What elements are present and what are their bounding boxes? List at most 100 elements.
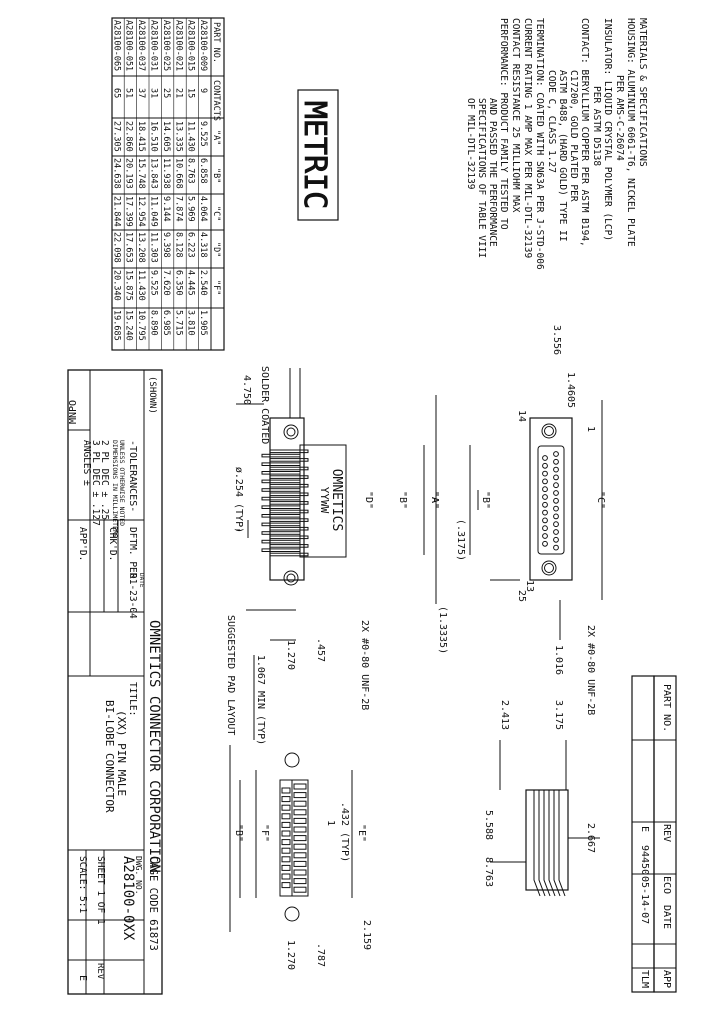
contact-pin [553, 513, 559, 520]
table-cell: 4.445 [186, 270, 196, 296]
solder-lead [269, 492, 309, 497]
table-cell: 21.844 [111, 196, 121, 227]
solder-lead [261, 462, 301, 466]
connector-top-view: OMNETICS YYWW "A" "A" "B" "D" "C" "B" (.… [233, 325, 606, 745]
solder-pad [281, 873, 291, 880]
solder-pad [293, 843, 307, 850]
dim-3556: 3.556 [551, 325, 562, 355]
table-cell: 9.525 [149, 270, 159, 296]
table-cell: 18.415 [136, 121, 146, 152]
callout-pin-13: 13 [524, 580, 535, 592]
dim-b-top: "B" [480, 491, 491, 509]
pad-dim-432: .432 (TYP) [339, 802, 350, 862]
contact-pin [553, 466, 559, 473]
solder-pad [281, 864, 291, 871]
table-cell: 15.748 [136, 158, 146, 189]
solder-pad [281, 787, 291, 794]
table-header: PART NO. [211, 22, 221, 63]
table-cell: 37 [136, 88, 146, 98]
note-line: PERFORMANCE: PRODUCT FAMILY TESTED TO [498, 18, 509, 230]
solder-pad [281, 821, 291, 828]
pad-dim-f: "F" [259, 824, 270, 842]
table-cell: 13.335 [173, 121, 183, 152]
dim-14605: 1.4605 [565, 372, 576, 408]
contact-pin [553, 458, 559, 465]
dim-2413: 2.413 [499, 700, 510, 730]
callout-solder: SOLDER COATED [259, 366, 270, 444]
contact-pin [542, 509, 548, 516]
contact-pin [553, 505, 559, 512]
pad-mount-hole [284, 752, 300, 768]
table-header: "D" [211, 242, 221, 257]
dim-3175: (.3175) [455, 519, 466, 561]
table-cell: 16.510 [149, 121, 159, 152]
callout-thread-top: 2X #0-80 UNF-2B [585, 625, 596, 715]
solder-pad [281, 804, 291, 811]
table-cell: 10.668 [173, 158, 183, 189]
solder-pad [281, 856, 291, 863]
rev-value: E [639, 826, 650, 832]
table-header: "A" [211, 130, 221, 145]
table-cell: 4.064 [198, 196, 208, 222]
contact-pin [542, 533, 548, 539]
title-block: (SHOWN) MNPO -TOLERANCES- UNLESS OTHERWI… [67, 369, 163, 995]
solder-lead [261, 479, 301, 484]
contact-pin [542, 494, 548, 500]
table-cell: 22.860 [124, 121, 134, 152]
dim-3175-side: 3.175 [553, 700, 564, 730]
table-cell: 6.858 [198, 158, 208, 184]
tolerance-units: DIMENSIONS IN MILLIMETERS [111, 440, 119, 538]
pad-dim-2159: 2.159 [361, 920, 372, 950]
side-lead [533, 790, 541, 897]
table-cell: A28100-051 [124, 20, 134, 71]
sheet-count: SHEET 1 OF 1 [95, 856, 106, 925]
contact-pin [542, 525, 548, 532]
solder-pad [293, 860, 307, 867]
insulator-block [299, 444, 347, 558]
dftm-date: 01-23-04 [127, 573, 138, 619]
solder-pad [293, 792, 307, 799]
side-body [525, 789, 569, 891]
table-cell: A28100-015 [186, 20, 196, 71]
contact-pin [553, 544, 559, 551]
table-cell: 14.605 [161, 121, 171, 152]
shown-note: (SHOWN) [147, 376, 157, 414]
callout-pin-14: 14 [516, 410, 527, 422]
table-cell: 9 [198, 88, 208, 93]
table-cell: 21 [173, 88, 183, 98]
dim-1270: 1.270 [285, 640, 296, 670]
solder-pad [293, 817, 307, 824]
contact-pin [542, 478, 548, 485]
solder-pad [281, 796, 291, 803]
table-cell: 8.763 [186, 158, 196, 184]
eco-label: ECO [661, 876, 672, 894]
callout-pin-25: 25 [516, 590, 527, 602]
table-cell: 31 [149, 88, 159, 98]
solder-pad [281, 813, 291, 820]
contact-pin [553, 482, 559, 489]
pad-dim-1270: 1.270 [285, 940, 296, 970]
solder-lead [269, 501, 309, 505]
solder-lead [269, 509, 309, 514]
solder-leads [261, 449, 309, 557]
contact-pin [553, 497, 559, 504]
table-cell: 51 [124, 88, 134, 98]
solder-lead [269, 526, 309, 531]
table-cell: 11.938 [161, 158, 171, 189]
brand-marking: OMNETICS [329, 469, 344, 532]
drawing-title-line1: (XX) PIN MALE [115, 710, 128, 796]
pad-mount-hole [284, 906, 300, 922]
callout-pin-1: 1 [585, 426, 596, 432]
metric-label: METRIC [297, 101, 332, 209]
contact-pin [542, 462, 548, 469]
table-cell: 13.843 [149, 158, 159, 189]
revision-block: PART NO. REV ECO DATE APP E 94450 05-14-… [631, 675, 677, 993]
solder-lead [261, 453, 301, 458]
dim-2667: 2.667 [585, 823, 596, 853]
connector-side-view: 2.413 3.175 2.667 5.588 8.763 [483, 700, 600, 897]
mounting-hole [541, 423, 557, 439]
dim-5588: 5.588 [483, 810, 494, 840]
note-line: OF MIL-DTL-32139 [465, 98, 476, 190]
solder-lead [261, 471, 301, 475]
contact-pin [542, 455, 548, 461]
